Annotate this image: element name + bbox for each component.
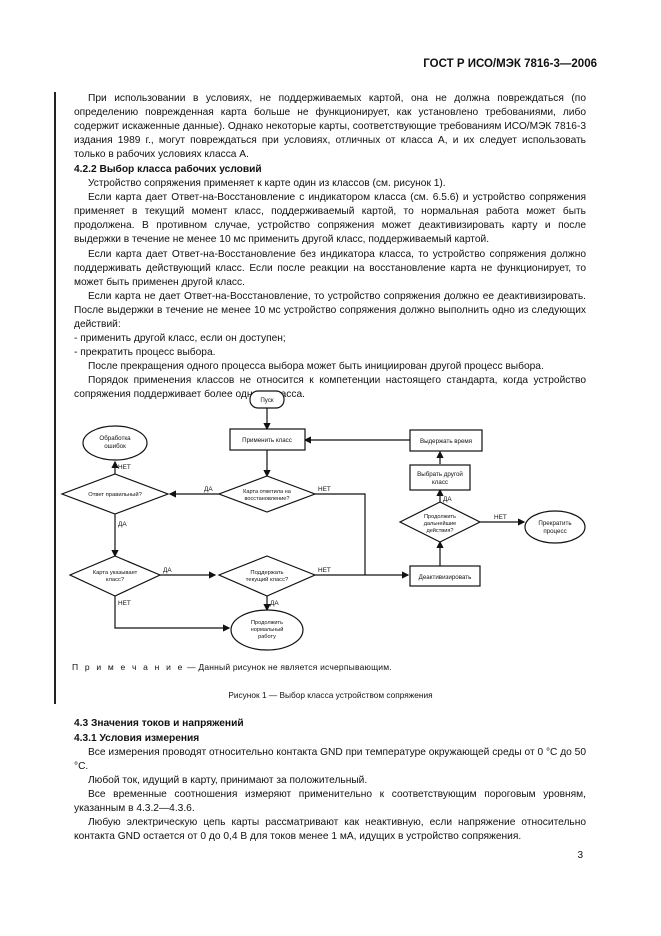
- change-bar: [54, 92, 56, 704]
- answer-correct-label: Ответ правильный?: [88, 491, 142, 498]
- section-heading-4-3-1: 4.3.1 Условия измерения: [74, 733, 200, 745]
- start-label: Пуск: [260, 397, 274, 404]
- paragraph: Все временные соотношения измеряют приме…: [74, 789, 586, 815]
- supports-current-class-label: Поддержать: [250, 570, 283, 576]
- paragraph: После прекращения одного процесса выбора…: [88, 360, 544, 372]
- start-terminal: [249, 390, 285, 409]
- supports-current-class-label: текущий класс?: [246, 576, 289, 583]
- paragraph: Все измерения проводят относительно конт…: [74, 747, 586, 773]
- card-answered-label: Карта ответила на: [243, 489, 292, 495]
- branch-label-yes: ДА: [270, 600, 279, 607]
- stop-process-label: Прекратить: [538, 520, 571, 527]
- continue-further-label: дальнейшие: [424, 520, 457, 527]
- apply-class-label: Применить класс: [242, 437, 292, 444]
- choose-other-class-label: Выбрать другой: [417, 471, 463, 478]
- branch-label-yes: ДА: [118, 521, 127, 528]
- branch-label-yes: ДА: [163, 567, 172, 574]
- card-indicated-class-label: Карта указывает: [93, 570, 138, 576]
- paragraph: Если карта дает Ответ-на-Восстановление …: [74, 248, 586, 288]
- intro-paragraph: При использовании в условиях, не поддерж…: [74, 93, 586, 161]
- continue-normal-label: нормальный: [251, 626, 284, 633]
- body-text-bottom: 4.3 Значения токов и напряжений 4.3.1 Ус…: [74, 716, 586, 844]
- deactivate-label: Деактивизировать: [419, 574, 472, 581]
- continue-further-label: действия?: [426, 527, 453, 534]
- error-handling-terminal: [82, 425, 148, 461]
- branch-label-no: НЕТ: [118, 600, 131, 607]
- document-header: ГОСТ Р ИСО/МЭК 7816-3—2006: [423, 58, 597, 70]
- deactivate-box: [409, 565, 481, 587]
- branch-label-no: НЕТ: [318, 567, 331, 574]
- continue-normal-label: Продолжить: [251, 620, 283, 626]
- note-text: — Данный рисунок не является исчерпывающ…: [184, 662, 392, 672]
- paragraph: Любую электрическую цепь карты рассматри…: [74, 817, 586, 843]
- continue-further-decision: [398, 501, 482, 543]
- supports-current-class-decision: [217, 555, 317, 597]
- continue-normal-label: работу: [258, 634, 276, 640]
- body-text-top: При использовании в условиях, не поддерж…: [74, 92, 586, 402]
- paragraph: Если карта дает Ответ-на-Восстановление …: [74, 192, 586, 246]
- note-prefix: П р и м е ч а н и е: [72, 662, 185, 672]
- card-indicated-class-decision: [68, 555, 162, 597]
- wait-time-label: Выдержать время: [420, 438, 472, 445]
- stop-process-label: процесс: [543, 528, 566, 535]
- branch-label-yes: ДА: [443, 496, 452, 503]
- paragraph: Любой ток, идущий в карту, принимают за …: [88, 775, 368, 787]
- branch-label-yes: ДА: [204, 486, 213, 493]
- choose-other-class-box: [409, 464, 471, 491]
- card-indicated-class-label: класс?: [106, 577, 125, 583]
- branch-label-no: НЕТ: [494, 514, 507, 521]
- paragraph: Устройство сопряжения применяет к карте …: [88, 178, 446, 190]
- figure-note: П р и м е ч а н и е — Данный рисунок не …: [72, 662, 392, 672]
- choose-other-class-label: класс: [432, 479, 448, 486]
- section-heading-4-3: 4.3 Значения токов и напряжений: [74, 718, 244, 729]
- section-heading-4-2-2: 4.2.2 Выбор класса рабочих условий: [74, 164, 262, 176]
- paragraph: Если карта не дает Ответ-на-Восстановлен…: [74, 290, 586, 330]
- error-handling-label: Обработка: [99, 435, 131, 442]
- card-answered-decision: [217, 475, 317, 513]
- wait-time-box: [409, 429, 483, 452]
- branch-label-no: НЕТ: [118, 464, 131, 471]
- card-answered-label: восстановление?: [244, 496, 289, 502]
- error-handling-label: ошибок: [104, 443, 126, 450]
- list-item: - применить другой класс, если он доступ…: [74, 332, 286, 344]
- page-number: 3: [577, 850, 583, 861]
- apply-class-box: [229, 428, 306, 451]
- paragraph: Порядок применения классов не относится …: [74, 374, 586, 400]
- continue-normal-terminal: [230, 609, 304, 651]
- list-item: - прекратить процесс выбора.: [74, 346, 216, 358]
- stop-process-terminal: [524, 510, 586, 544]
- continue-further-label: Продолжить: [424, 514, 456, 520]
- branch-label-no: НЕТ: [318, 486, 331, 493]
- figure-caption: Рисунок 1 — Выбор класса устройством соп…: [228, 690, 433, 700]
- answer-correct-decision: [60, 473, 170, 515]
